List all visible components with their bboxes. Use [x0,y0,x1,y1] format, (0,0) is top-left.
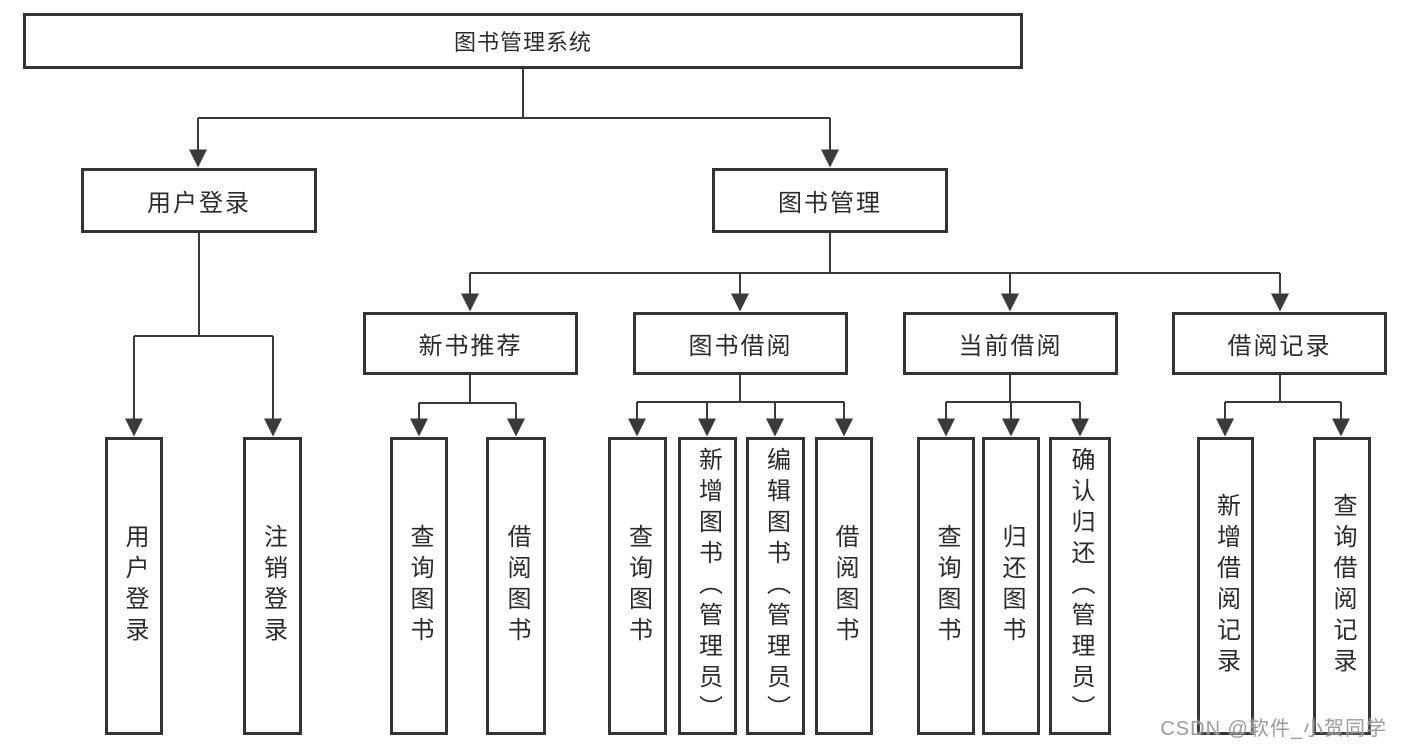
node-leaf-borrow-books-2: 借阅图书 [815,437,873,735]
connector-user-login [134,233,273,337]
node-leaf-query-books-3: 查询图书 [917,437,975,735]
node-leaf-edit-books-admin: 编辑图书（管理员） [746,437,805,735]
node-borrow-records: 借阅记录 [1172,312,1387,375]
watermark: CSDN @软件_小贺同学 [1160,718,1387,740]
connector-root [198,69,830,119]
node-leaf-query-books-1: 查询图书 [390,437,448,735]
node-user-login-branch: 用户登录 [81,168,317,233]
node-leaf-add-books-admin: 新增图书（管理员） [678,437,737,735]
node-leaf-add-borrow-record: 新增借阅记录 [1197,437,1254,735]
node-leaf-user-login: 用户登录 [105,437,163,735]
node-leaf-query-books-2: 查询图书 [608,437,667,735]
connector-borrow-records [1225,375,1341,403]
node-current-borrow: 当前借阅 [903,312,1118,375]
node-book-management-branch: 图书管理 [712,168,948,233]
node-leaf-query-borrow-record: 查询借阅记录 [1313,437,1371,735]
node-new-books: 新书推荐 [363,312,578,375]
connector-book-management [470,233,1280,274]
node-leaf-logout: 注销登录 [243,437,302,735]
node-book-borrow: 图书借阅 [633,312,848,375]
connector-current-borrow [946,375,1080,403]
node-leaf-return-books: 归还图书 [982,437,1040,735]
node-leaf-borrow-books-1: 借阅图书 [486,437,546,735]
connector-new-books [419,375,516,404]
connector-book-borrow [637,375,844,403]
node-root-system: 图书管理系统 [23,13,1023,69]
node-leaf-confirm-return-admin: 确认归还（管理员） [1049,437,1111,735]
